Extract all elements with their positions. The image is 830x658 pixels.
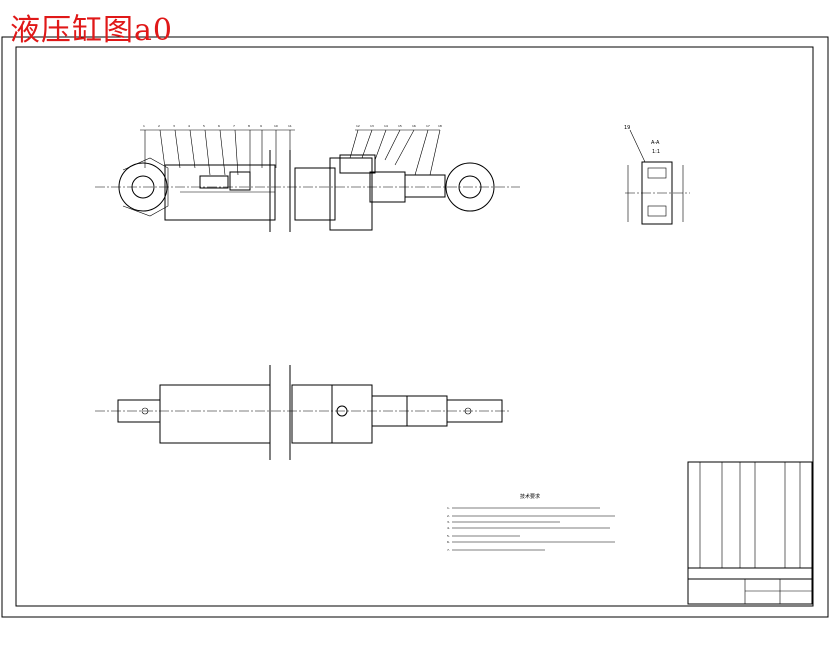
- port-hole: [336, 405, 348, 417]
- note-number: 7.: [447, 548, 450, 552]
- right-eye-outer: [445, 162, 495, 212]
- detail-hatch-top: [647, 167, 667, 179]
- cylinder-section-view: [95, 129, 520, 232]
- balloon-label: 8: [248, 124, 250, 128]
- seal-block: [229, 171, 251, 191]
- note-number: 5.: [447, 534, 450, 538]
- gland-hatched-top: [339, 154, 376, 174]
- piston: [199, 175, 229, 189]
- balloon-leaders-right: [349, 129, 441, 176]
- balloon-label: 11: [288, 124, 292, 128]
- note-number: 1.: [447, 506, 450, 510]
- parts-list-frame: [687, 461, 813, 605]
- gland: [329, 157, 373, 231]
- drawing-title: 液压缸图a0: [10, 13, 173, 48]
- balloon-label: 10: [274, 124, 278, 128]
- balloon-label: 7: [233, 124, 235, 128]
- right-eye-bore: [458, 175, 482, 199]
- rod-end: [404, 174, 446, 198]
- balloon-label: 1: [143, 124, 145, 128]
- barrel-right: [294, 167, 336, 221]
- right-pin-hole: [464, 407, 472, 415]
- right-clevis: [446, 399, 503, 423]
- note-number: 4.: [447, 526, 450, 530]
- balloon-label: 13: [370, 124, 374, 128]
- left-eye-outer: [118, 162, 168, 212]
- detail-balloon: 19: [624, 125, 630, 131]
- barrel-elevation-left: [159, 384, 271, 444]
- left-eye-hatch-region: [122, 157, 169, 217]
- balloon-label: 12: [356, 124, 360, 128]
- detail-scale-label: 1:1: [652, 149, 660, 155]
- note-number: 6.: [447, 540, 450, 544]
- barrel-elevation-right: [291, 384, 333, 444]
- balloon-label: 18: [438, 124, 442, 128]
- technical-notes: 技术要求: [452, 493, 615, 551]
- balloon-label: 17: [426, 124, 430, 128]
- cylinder-elevation-view: [95, 365, 510, 460]
- detail-section-label: A-A: [651, 140, 660, 146]
- balloon-label: 16: [412, 124, 416, 128]
- outer-border: [1, 36, 829, 618]
- balloon-label: 2: [158, 124, 160, 128]
- left-pin-hole: [141, 407, 149, 415]
- note-number: 2.: [447, 514, 450, 518]
- inner-frame: [15, 46, 814, 607]
- balloon-label: 4: [188, 124, 190, 128]
- left-eye-bore: [131, 175, 155, 199]
- balloon-label: 9: [260, 124, 262, 128]
- detail-hatch-bottom: [647, 205, 667, 217]
- detail-view-a-a: A-A 1:1 19: [624, 125, 690, 225]
- balloon-leaders-left: [140, 129, 295, 176]
- notes-heading: 技术要求: [520, 493, 540, 500]
- balloon-label: 3: [173, 124, 175, 128]
- balloon-label: 15: [398, 124, 402, 128]
- title-block: [687, 461, 813, 605]
- balloon-label: 5: [203, 124, 205, 128]
- balloon-label: 14: [384, 124, 388, 128]
- note-number: 3.: [447, 520, 450, 524]
- balloon-label: 6: [218, 124, 220, 128]
- barrel-left: [164, 164, 276, 221]
